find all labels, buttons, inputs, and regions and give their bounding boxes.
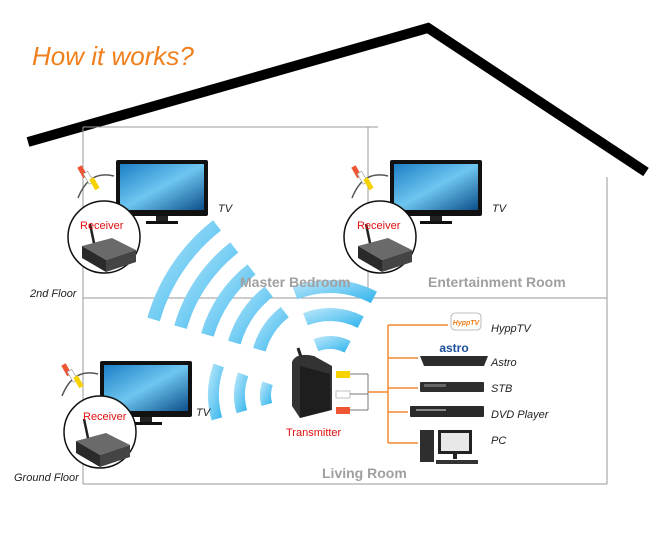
wave-upper-left-4	[253, 306, 289, 352]
wave-ground-0	[208, 363, 224, 421]
source-label-dvd-player: DVD Player	[491, 409, 550, 421]
transmitter-label: Transmitter	[286, 427, 342, 439]
pc-set	[420, 430, 478, 464]
source-label-hypptv: HyppTV	[491, 323, 532, 335]
wave-ground-1	[234, 372, 249, 414]
room-label-entertainment-room: Entertainment Room	[428, 274, 566, 290]
source-wiring	[368, 324, 448, 444]
floor-label-2nd: 2nd Floor	[29, 288, 78, 300]
wave-upper-right-2	[313, 336, 351, 353]
wave-upper-left-1	[174, 242, 239, 329]
stb-box	[420, 382, 484, 392]
hypptv-logo: HyppTV	[450, 312, 482, 331]
wireless-signal-waves	[147, 220, 377, 421]
svg-text:HyppTV: HyppTV	[453, 320, 481, 327]
wave-upper-left-0	[147, 220, 222, 322]
wave-upper-right-1	[303, 308, 364, 328]
title: How it works?	[32, 41, 194, 71]
room-label-living-room: Living Room	[322, 465, 407, 481]
receiver-label-master: Receiver	[80, 220, 124, 232]
tv-label-master: TV	[218, 203, 234, 215]
tv-label-living: TV	[196, 407, 212, 419]
wave-upper-right-0	[292, 280, 377, 304]
wave-upper-left-2	[201, 264, 256, 337]
floor-label-ground: Ground Floor	[14, 472, 80, 484]
source-label-astro: Astro	[490, 357, 517, 369]
room-label-master-bedroom: Master Bedroom	[240, 274, 350, 290]
source-label-pc: PC	[491, 435, 506, 447]
svg-text:astro: astro	[439, 341, 468, 355]
av-cable-living	[60, 362, 99, 397]
wave-ground-2	[260, 381, 273, 407]
wave-upper-left-3	[228, 286, 273, 345]
av-cable-entertainment	[350, 164, 389, 199]
rca-plugs	[335, 371, 369, 414]
receiver-label-entertainment: Receiver	[357, 220, 401, 232]
tv-label-entertainment: TV	[492, 203, 508, 215]
source-label-stb: STB	[491, 383, 512, 395]
astro-box: astro	[420, 341, 488, 366]
dvd-player	[410, 406, 484, 417]
receiver-label-living: Receiver	[83, 411, 127, 423]
transmitter-device	[292, 347, 332, 418]
